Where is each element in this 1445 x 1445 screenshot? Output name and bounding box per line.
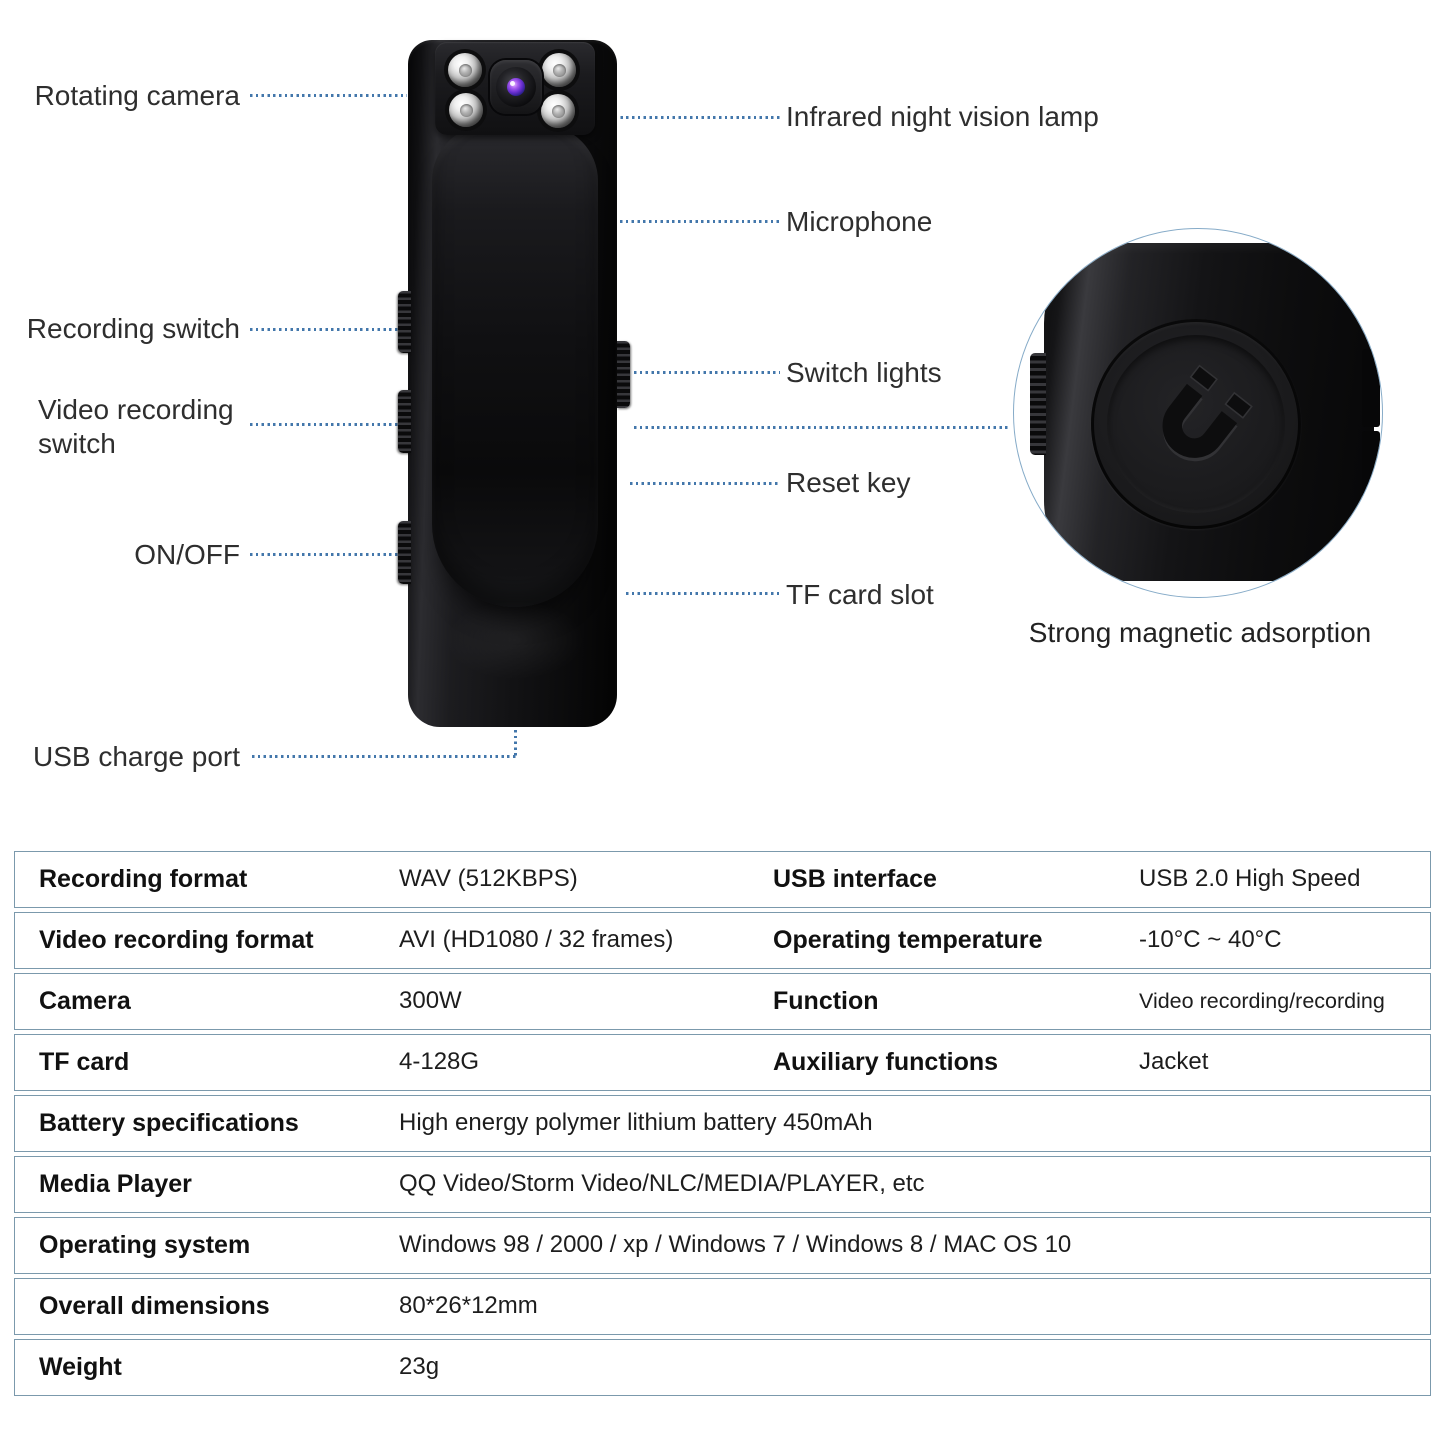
leader-tf-card-slot bbox=[626, 592, 780, 595]
spec-value: Video recording/recording bbox=[1139, 989, 1385, 1013]
spec-label: Weight bbox=[39, 1353, 122, 1381]
label-microphone: Microphone bbox=[786, 206, 933, 237]
device-back-clip bbox=[432, 125, 598, 607]
spec-value: Jacket bbox=[1139, 1048, 1209, 1075]
label-on-off: ON/OFF bbox=[134, 539, 240, 570]
spec-label: Video recording format bbox=[39, 926, 314, 954]
spec-label: Camera bbox=[39, 987, 131, 1015]
recording-switch-button bbox=[398, 291, 411, 353]
label-infrared-night-vision-lamp: Infrared night vision lamp bbox=[786, 101, 1099, 132]
spec-label: TF card bbox=[39, 1048, 130, 1076]
leader-switch-lights bbox=[634, 371, 780, 374]
spec-row: Overall dimensions 80*26*12mm bbox=[14, 1278, 1431, 1335]
spec-label: Operating temperature bbox=[773, 926, 1043, 954]
spec-value: 23g bbox=[399, 1353, 440, 1380]
spec-value: Windows 98 / 2000 / xp / Windows 7 / Win… bbox=[399, 1231, 1072, 1258]
ir-led-icon bbox=[449, 93, 483, 127]
spec-value: 300W bbox=[399, 987, 462, 1014]
label-video-recording-switch-line1: Video recording bbox=[38, 394, 234, 425]
spec-label: Media Player bbox=[39, 1170, 192, 1198]
label-recording-switch: Recording switch bbox=[26, 313, 240, 344]
ir-led-icon bbox=[541, 94, 575, 128]
magnet-emboss-ring bbox=[1091, 319, 1301, 529]
spec-value: 4-128G bbox=[399, 1048, 480, 1075]
spec-value: -10°C ~ 40°C bbox=[1139, 926, 1282, 953]
spec-row: Operating system Windows 98 / 2000 / xp … bbox=[14, 1217, 1431, 1274]
leader-on-off bbox=[250, 553, 398, 556]
spec-value: QQ Video/Storm Video/NLC/MEDIA/PLAYER, e… bbox=[399, 1170, 925, 1197]
leader-infrared-lamp bbox=[574, 116, 780, 119]
device-body-sheen bbox=[445, 600, 585, 680]
spec-label: Auxiliary functions bbox=[773, 1048, 999, 1076]
spec-row: Recording format WAV (512KBPS) USB inter… bbox=[14, 851, 1431, 908]
spec-value: WAV (512KBPS) bbox=[399, 865, 578, 892]
camera-lens-iris bbox=[507, 78, 525, 96]
switch-lights-button bbox=[617, 341, 630, 408]
spec-label: Function bbox=[773, 987, 879, 1015]
spec-row: Camera 300W Function Video recording/rec… bbox=[14, 973, 1431, 1030]
spec-row: Video recording format AVI (HD1080 / 32 … bbox=[14, 912, 1431, 969]
ir-led-icon bbox=[542, 53, 576, 87]
leader-microphone bbox=[620, 220, 780, 223]
inset-side-button bbox=[1030, 353, 1046, 455]
leader-rotating-camera bbox=[250, 94, 407, 97]
label-strong-magnetic-adsorption: Strong magnetic adsorption bbox=[1028, 617, 1372, 648]
label-video-recording-switch-line2: switch bbox=[38, 428, 116, 459]
spec-value: High energy polymer lithium battery 450m… bbox=[399, 1109, 873, 1136]
video-recording-switch-button bbox=[398, 390, 411, 453]
label-switch-lights: Switch lights bbox=[786, 357, 942, 388]
leader-video-recording-switch bbox=[250, 423, 398, 426]
label-tf-card-slot: TF card slot bbox=[786, 579, 934, 610]
spec-label: Operating system bbox=[39, 1231, 251, 1259]
spec-table: Recording format WAV (512KBPS) USB inter… bbox=[14, 851, 1431, 1400]
label-rotating-camera: Rotating camera bbox=[34, 80, 240, 111]
inset-right-tab bbox=[1362, 431, 1380, 511]
spec-value: 80*26*12mm bbox=[399, 1292, 538, 1319]
leader-inset-connector bbox=[634, 426, 1010, 429]
leader-reset-key bbox=[630, 482, 780, 485]
spec-label: Recording format bbox=[39, 865, 248, 893]
leader-usb-horizontal bbox=[252, 755, 517, 758]
label-reset-key: Reset key bbox=[786, 467, 911, 498]
inset-right-tab bbox=[1362, 349, 1380, 427]
spec-label: Battery specifications bbox=[39, 1109, 299, 1137]
spec-row: Media Player QQ Video/Storm Video/NLC/ME… bbox=[14, 1156, 1431, 1213]
on-off-button bbox=[398, 521, 411, 584]
camera-lens-glass bbox=[496, 67, 536, 107]
magnet-inset-circle bbox=[1013, 228, 1383, 598]
spec-value: AVI (HD1080 / 32 frames) bbox=[399, 926, 674, 953]
leader-recording-switch bbox=[250, 328, 398, 331]
spec-row: Weight 23g bbox=[14, 1339, 1431, 1396]
camera-lens-icon bbox=[490, 60, 542, 114]
magnet-icon bbox=[1105, 333, 1287, 515]
spec-label: Overall dimensions bbox=[39, 1292, 270, 1320]
spec-row: TF card 4-128G Auxiliary functions Jacke… bbox=[14, 1034, 1431, 1091]
ir-led-icon bbox=[448, 53, 482, 87]
spec-value: USB 2.0 High Speed bbox=[1139, 865, 1361, 892]
label-usb-charge-port: USB charge port bbox=[33, 741, 240, 772]
spec-label: USB interface bbox=[773, 865, 937, 893]
leader-usb-vertical bbox=[514, 730, 517, 757]
spec-row: Battery specifications High energy polym… bbox=[14, 1095, 1431, 1152]
